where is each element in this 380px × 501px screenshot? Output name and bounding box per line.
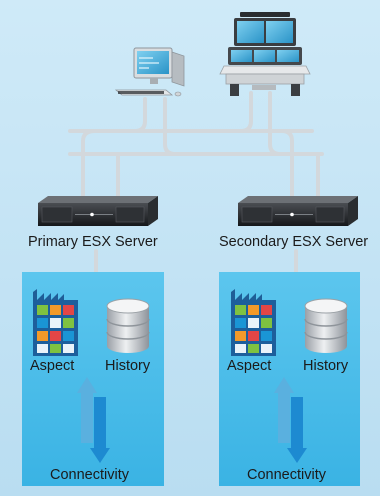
history-label: History [105, 358, 151, 374]
factory-icon [231, 289, 276, 356]
connectivity-arrows-icon [77, 377, 110, 463]
factory-icon [33, 289, 78, 356]
connectivity-label: Connectivity [50, 467, 129, 483]
primary-server-icon [38, 196, 158, 226]
aspect-label: Aspect [227, 358, 272, 374]
history-label: History [303, 358, 349, 374]
connectivity-label: Connectivity [247, 467, 326, 483]
network-lines [68, 91, 324, 274]
database-icon [106, 298, 150, 353]
aspect-label: Aspect [30, 358, 75, 374]
secondary-server-label: Secondary ESX Server [219, 234, 369, 250]
database-icon [304, 298, 348, 353]
connectivity-arrows-icon [274, 377, 307, 463]
primary-server-label: Primary ESX Server [28, 234, 158, 250]
secondary-server-icon [238, 196, 358, 226]
desktop-workstation-icon [114, 47, 185, 97]
operator-console-icon [219, 12, 311, 96]
